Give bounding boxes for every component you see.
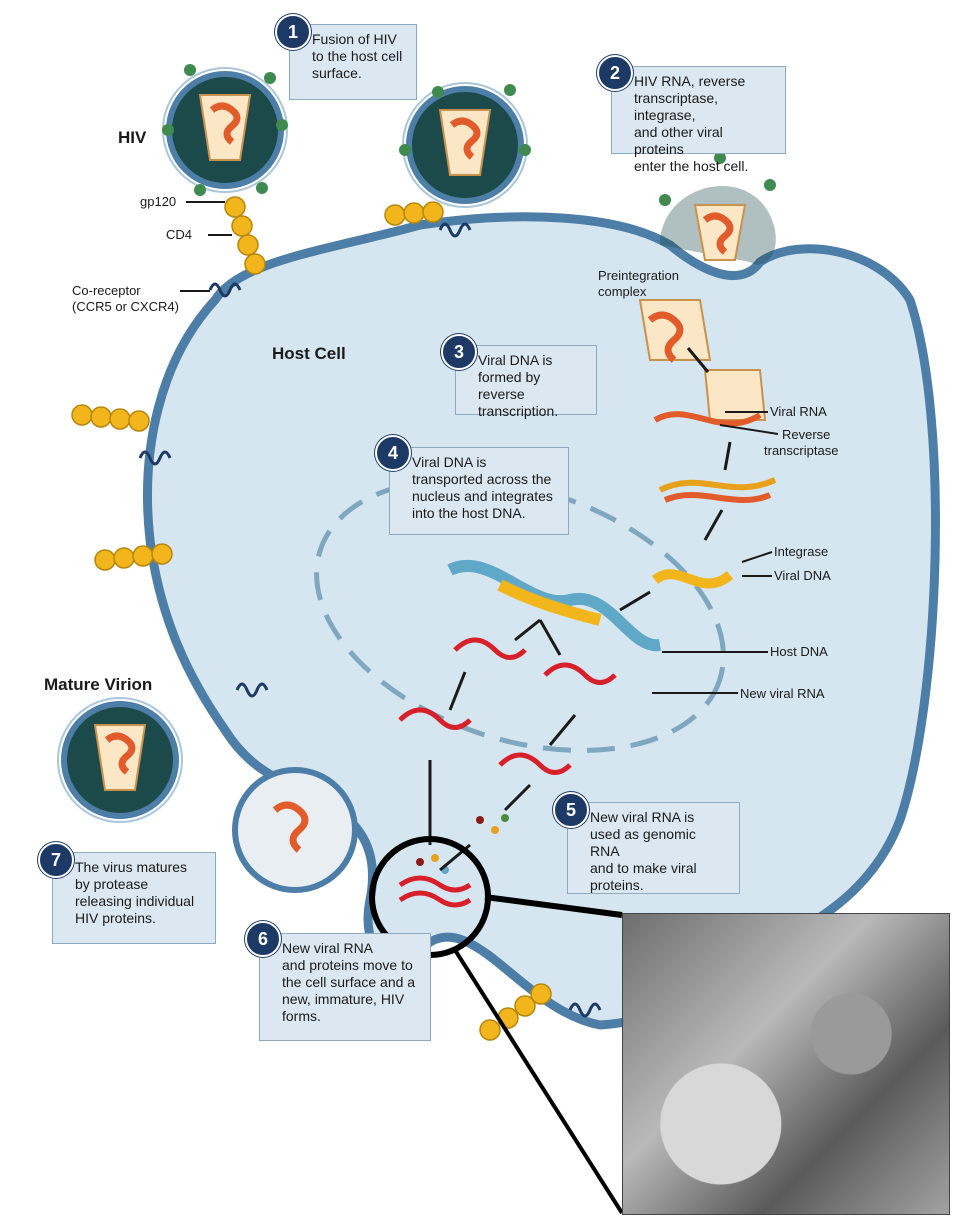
step-5-line: used as genomic RNA: [590, 826, 696, 859]
step-7-line: by protease: [75, 876, 149, 892]
hiv-virion-2: [399, 82, 531, 208]
step-7-line: HIV proteins.: [75, 910, 156, 926]
coreceptor-label-1: Co-receptor: [72, 283, 141, 298]
immature-virion: [232, 767, 358, 893]
step-5-box: New viral RNA is used as genomic RNA and…: [567, 802, 740, 894]
reverse-transcriptase-label-2: transcriptase: [764, 443, 839, 458]
step-7-line: releasing individual: [75, 893, 195, 909]
step-2-line: HIV RNA, reverse: [634, 73, 746, 89]
step-6-box: New viral RNA and proteins move to the c…: [259, 933, 431, 1041]
integrated-viral-dna: [497, 579, 602, 626]
step-1-line: surface.: [312, 65, 362, 81]
leader-lines: [180, 201, 779, 694]
cd4-label: CD4: [166, 227, 193, 242]
hiv-virion-1: [162, 64, 288, 196]
step-3-box: Viral DNA is formed by reverse transcrip…: [455, 345, 597, 419]
step-6-line: and proteins move to: [282, 957, 413, 973]
preintegration-label-2: complex: [598, 284, 647, 299]
step-1-badge: 1: [275, 14, 311, 50]
mature-virion: [57, 697, 183, 823]
step-4-line: into the host DNA.: [412, 505, 526, 521]
hiv-label: HIV: [118, 128, 147, 147]
step-5-line: proteins.: [590, 877, 644, 893]
preintegration-complex: [638, 299, 767, 421]
integrase-label: Integrase: [774, 544, 829, 559]
step-7-badge: 7: [38, 842, 74, 878]
zoom-line-top: [484, 894, 623, 918]
step-6-line: forms.: [282, 1008, 321, 1024]
step-4-line: nucleus and integrates: [412, 488, 553, 504]
host-cell-label: Host Cell: [272, 344, 346, 363]
new-viral-rna-strands: [398, 637, 617, 908]
host-dna-label: Host DNA: [770, 644, 828, 659]
electron-micrograph: [622, 913, 950, 1215]
step-6-line: New viral RNA: [282, 940, 374, 956]
step-7-line: The virus matures: [75, 859, 188, 875]
viral-proteins: [416, 814, 509, 874]
viral-rna-label: Viral RNA: [770, 404, 827, 419]
step-4-badge: 4: [375, 435, 411, 471]
viral-dna-helix: [651, 569, 734, 589]
preintegration-label-1: Preintegration: [598, 268, 679, 283]
reverse-transcriptase-label-1: Reverse: [782, 427, 831, 442]
step-1-line: Fusion of HIV: [312, 31, 397, 47]
step-5-badge: 5: [553, 792, 589, 828]
cd4-receptors: [71, 196, 552, 1041]
step-6-badge: 6: [245, 921, 281, 957]
entering-virion: [659, 152, 776, 265]
mature-virion-label: Mature Virion: [44, 675, 153, 694]
step-7-box: The virus matures by protease releasing …: [52, 852, 216, 944]
step-1-line: to the host cell: [312, 48, 403, 64]
viral-rna-dna-strands: [653, 411, 777, 503]
step-5-line: New viral RNA is: [590, 809, 695, 825]
coreceptor-label-2: (CCR5 or CXCR4): [72, 299, 179, 314]
step-4-line: transported across the: [412, 471, 552, 487]
coreceptor-coils: [138, 222, 602, 1018]
step-4-box: Viral DNA is transported across the nucl…: [389, 447, 569, 535]
step-6-line: new, immature, HIV: [282, 991, 405, 1007]
host-dna-helix: [447, 559, 661, 652]
step-3-line: Viral DNA is: [478, 352, 553, 368]
step-3-line: transcription.: [478, 403, 559, 419]
step-3-line: formed by reverse: [478, 369, 541, 402]
step-2-line: enter the host cell.: [634, 158, 749, 174]
viral-dna-label: Viral DNA: [774, 568, 831, 583]
new-viral-rna-label: New viral RNA: [740, 686, 825, 701]
step-2-badge: 2: [597, 55, 633, 91]
step-2-line: and other viral proteins: [634, 124, 723, 157]
gp120-label: gp120: [140, 194, 177, 209]
step-2-line: transcriptase, integrase,: [634, 90, 719, 123]
step-5-line: and to make viral: [590, 860, 697, 876]
step-4-line: Viral DNA is: [412, 454, 487, 470]
step-3-badge: 3: [441, 334, 477, 370]
step-2-box: HIV RNA, reverse transcriptase, integras…: [611, 66, 786, 174]
step-6-line: the cell surface and a: [282, 974, 416, 990]
zoom-line-bottom: [453, 948, 624, 1215]
step-1-box: Fusion of HIV to the host cell surface.: [289, 24, 417, 100]
